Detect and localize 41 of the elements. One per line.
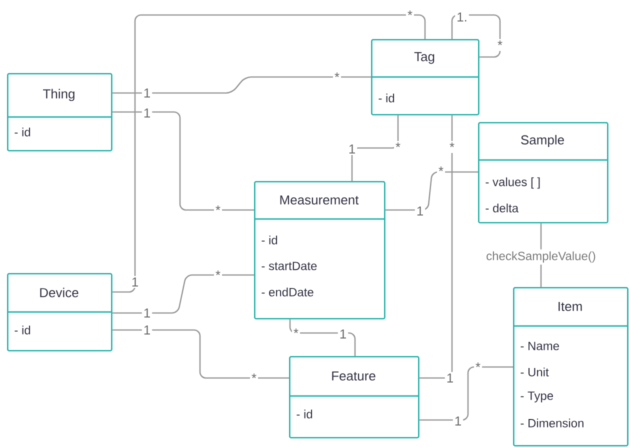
multiplicity-label: * xyxy=(250,372,258,384)
multiplicity-label: * xyxy=(448,141,456,153)
class-box: Thing - id xyxy=(7,73,112,152)
multiplicity-label: * xyxy=(436,165,446,177)
multiplicity-label: 1. xyxy=(455,11,469,23)
multiplicity-label: * xyxy=(496,39,504,51)
multiplicity-label: 1 xyxy=(142,307,152,319)
multiplicity-label: 1 xyxy=(346,143,358,155)
class-box: Device - id xyxy=(7,273,112,352)
multiplicity-label: 1 xyxy=(452,415,464,427)
class-box: Item - Name - Unit - Type - Dimension xyxy=(513,287,628,446)
multiplicity-label: 1 xyxy=(338,328,348,340)
edge-label: checkSampleValue() xyxy=(484,249,598,265)
multiplicity-label: 1 xyxy=(130,276,140,288)
multiplicity-label: * xyxy=(406,9,414,21)
multiplicity-label: * xyxy=(214,269,222,281)
multiplicity-label: * xyxy=(332,71,342,83)
class-box: Tag - id xyxy=(371,39,480,116)
connector-line xyxy=(112,111,254,211)
multiplicity-label: * xyxy=(214,204,222,216)
connector-line xyxy=(112,274,254,314)
connector-line xyxy=(451,14,501,58)
class-box: Feature - id xyxy=(289,356,420,438)
multiplicity-label: 1 xyxy=(142,87,152,99)
connector-line xyxy=(289,319,356,356)
connector-line xyxy=(112,14,426,293)
connector-line xyxy=(385,171,478,211)
multiplicity-label: 1 xyxy=(142,107,152,119)
connector-line xyxy=(112,329,289,379)
connector-line xyxy=(419,366,513,421)
multiplicity-label: * xyxy=(394,141,402,153)
multiplicity-label: 1 xyxy=(414,205,426,217)
connector-line xyxy=(419,115,453,379)
connector-line xyxy=(112,76,371,94)
multiplicity-label: 1 xyxy=(444,372,456,384)
class-box: Measurement - id - startDate - endDate xyxy=(254,181,386,320)
class-box: Sample - values [ ] - delta xyxy=(478,122,608,224)
multiplicity-label: 1 xyxy=(142,324,152,336)
multiplicity-label: * xyxy=(292,327,300,339)
multiplicity-label: * xyxy=(474,361,482,373)
connector-line xyxy=(351,115,399,181)
